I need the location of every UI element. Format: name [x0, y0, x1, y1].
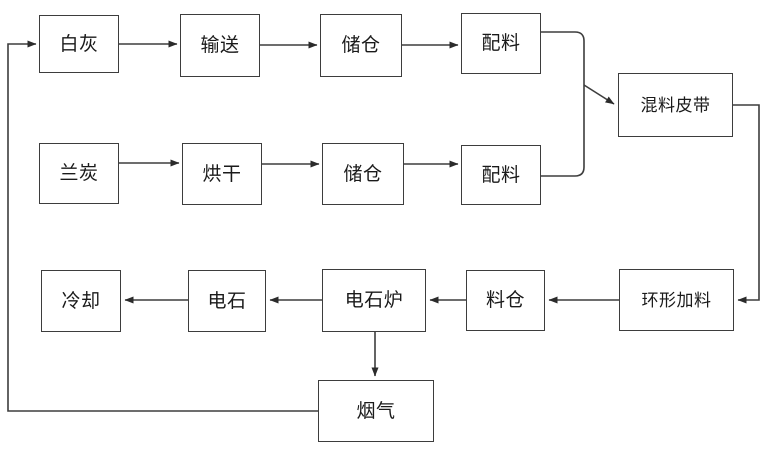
- node-peiliao-top[interactable]: 配料: [461, 13, 541, 74]
- edge-peiliao-top-to-merge: [541, 31, 585, 93]
- node-liaocang[interactable]: 料仓: [466, 270, 545, 331]
- node-label-huanxing-jialiao: 环形加料: [641, 290, 712, 310]
- node-dianshi[interactable]: 电石: [188, 270, 266, 332]
- node-baihui[interactable]: 白灰: [39, 15, 119, 73]
- node-label-lantan: 兰炭: [59, 163, 99, 184]
- node-lantan[interactable]: 兰炭: [39, 143, 119, 204]
- node-peiliao-bottom[interactable]: 配料: [461, 145, 541, 205]
- node-huanxing-jialiao[interactable]: 环形加料: [619, 269, 734, 331]
- node-label-hunliao-pidai: 混料皮带: [640, 95, 711, 115]
- node-label-dianshilu: 电石炉: [344, 290, 404, 311]
- node-label-lengque: 冷却: [61, 290, 101, 312]
- node-chucang-bottom[interactable]: 储仓: [322, 143, 404, 205]
- node-yanqi[interactable]: 烟气: [318, 380, 434, 442]
- node-dianshilu[interactable]: 电石炉: [322, 269, 426, 332]
- node-label-liaocang: 料仓: [485, 290, 525, 311]
- node-shusong[interactable]: 输送: [180, 14, 260, 77]
- edge-yanqi-to-baihui: [7, 40, 318, 412]
- edge-merge-to-hunliao: [583, 84, 615, 105]
- node-chucang-top[interactable]: 储仓: [320, 14, 402, 77]
- node-hunliao-pidai[interactable]: 混料皮带: [618, 73, 733, 137]
- node-label-baihui: 白灰: [59, 33, 99, 55]
- node-label-peiliao-top: 配料: [481, 33, 521, 54]
- node-label-peiliao-bottom: 配料: [481, 164, 521, 186]
- node-label-dianshi: 电石: [207, 290, 247, 312]
- node-label-shusong: 输送: [200, 35, 240, 56]
- edge-hunliao-to-huanxing: [733, 104, 760, 304]
- node-label-chucang-top: 储仓: [341, 35, 381, 56]
- node-label-honggan: 烘干: [202, 163, 242, 185]
- edge-peiliao-bottom-to-merge: [541, 93, 585, 177]
- node-label-chucang-bottom: 储仓: [343, 163, 383, 185]
- node-honggan[interactable]: 烘干: [182, 143, 262, 205]
- node-label-yanqi: 烟气: [356, 400, 396, 422]
- node-lengque[interactable]: 冷却: [41, 270, 121, 332]
